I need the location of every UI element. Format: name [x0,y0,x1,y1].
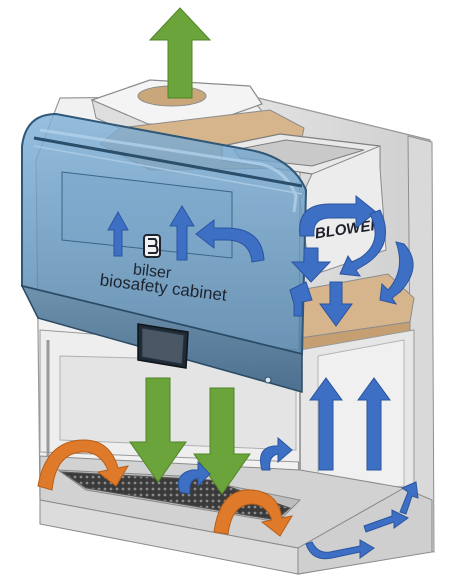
brand-name: bilser [132,261,172,282]
downflow-arrow-icon [129,377,251,495]
inflow-arrow-icon [37,439,294,537]
brand-logo-icon [143,234,161,258]
front-panel [20,284,303,393]
indicator-icon [264,376,272,384]
front-sash [21,112,308,356]
recirculation-arrow-icon [107,194,419,560]
exhaust-arrow-icon [148,7,212,99]
